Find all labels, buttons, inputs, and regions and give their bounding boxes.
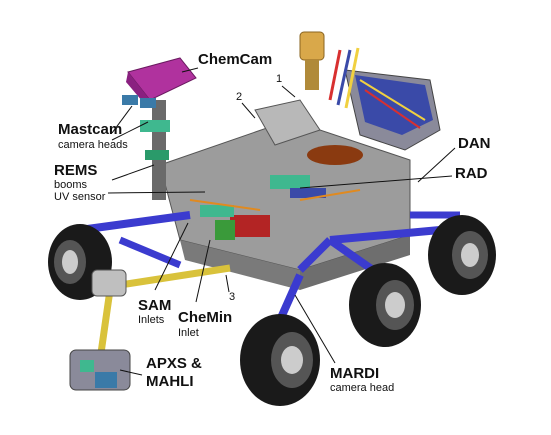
label-mastcam: Mastcam (58, 121, 123, 138)
leader-lines (107, 67, 456, 376)
label-mastcam-sub: camera heads (58, 139, 128, 151)
label-dan: DAN (458, 135, 491, 152)
label-mahli: MAHLI (146, 373, 194, 390)
wheel-front-left (48, 224, 112, 300)
suspension (79, 211, 460, 322)
wheel-right-rear (428, 215, 496, 295)
label-rad: RAD (455, 165, 488, 182)
label-rems-uv: UV sensor (54, 191, 106, 203)
label-chemin: CheMin (178, 309, 233, 326)
mast (122, 57, 197, 200)
rover-body (159, 99, 411, 290)
wheel-right-middle (349, 263, 421, 347)
label-sam-sub: Inlets (138, 314, 165, 326)
callout-1: 1 (276, 73, 283, 85)
label-sam: SAM (138, 297, 172, 314)
label-chemin-sub: Inlet (178, 327, 199, 339)
label-mardi: MARDI (330, 365, 380, 382)
label-mardi-sub: camera head (330, 382, 395, 394)
label-apxs: APXS & (146, 355, 202, 372)
callout-2: 2 (236, 91, 243, 103)
label-rems: REMS (54, 162, 98, 179)
robotic-arm (69, 264, 231, 391)
label-chemcam: ChemCam (198, 51, 273, 68)
callout-3: 3 (229, 291, 236, 303)
label-rems-booms: booms (54, 179, 88, 191)
wheel-right-front (240, 314, 320, 406)
rtg-assembly (328, 47, 441, 151)
antenna (299, 31, 325, 90)
